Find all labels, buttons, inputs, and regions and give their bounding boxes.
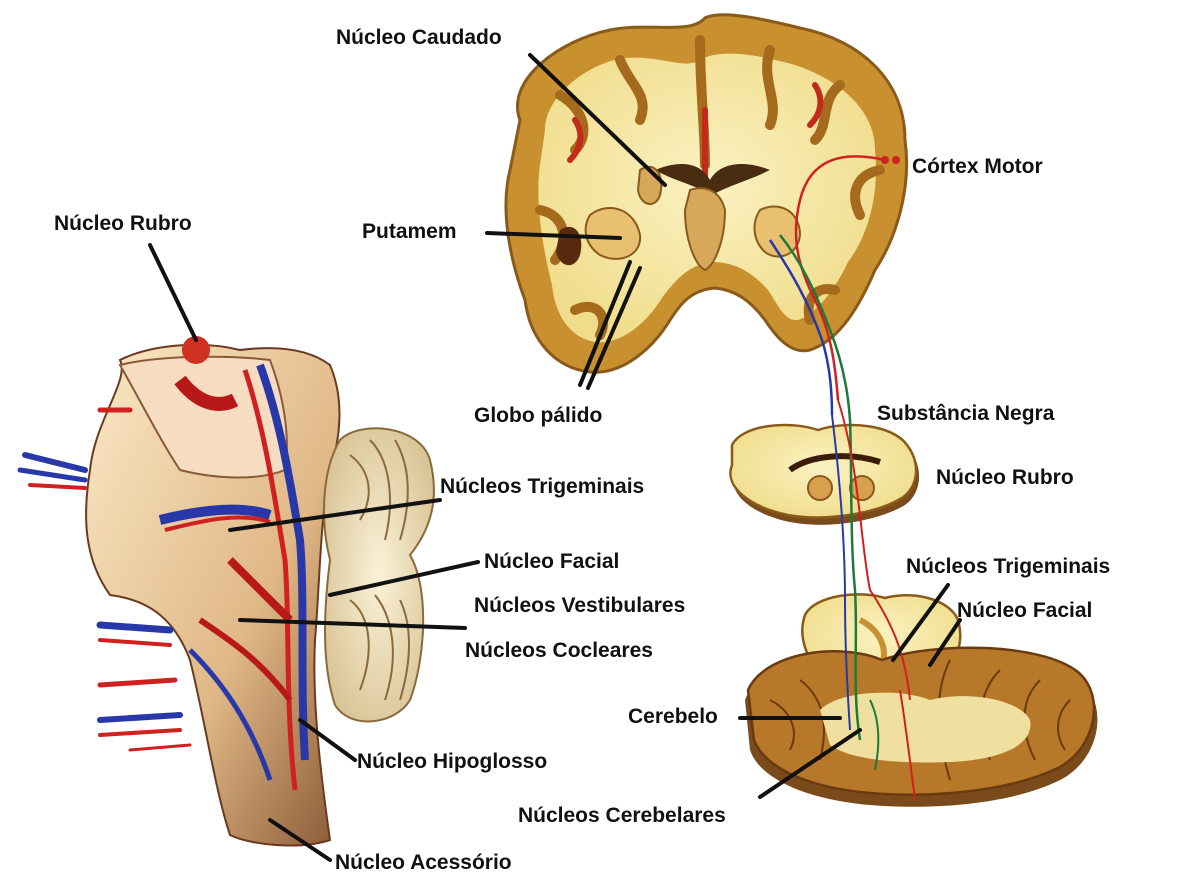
- label-substancia-negra: Substância Negra: [877, 403, 1054, 424]
- cerebellum-white-core: [820, 693, 1030, 763]
- internal-capsule-dark: [556, 227, 581, 265]
- coronal-brain-section: [506, 15, 907, 420]
- label-cerebelo: Cerebelo: [628, 706, 718, 727]
- label-nucleo-caudado: Núcleo Caudado: [336, 27, 502, 48]
- label-nucleo-rubro-left: Núcleo Rubro: [54, 213, 192, 234]
- label-nucleo-facial-right: Núcleo Facial: [957, 600, 1092, 621]
- label-nucleos-vestibulares: Núcleos Vestibulares: [474, 595, 685, 616]
- label-putamem: Putamem: [362, 221, 457, 242]
- label-nucleo-hipoglosso: Núcleo Hipoglosso: [357, 751, 547, 772]
- label-nucleos-cocleares: Núcleos Cocleares: [465, 640, 653, 661]
- label-nucleo-acessorio: Núcleo Acessório: [335, 852, 512, 873]
- red-nucleus-mid: [808, 476, 832, 500]
- brainstem-cutaway: [20, 336, 339, 845]
- label-nucleos-trigeminais-right: Núcleos Trigeminais: [906, 556, 1110, 577]
- cerebellum-section: [745, 648, 1097, 807]
- label-nucleo-facial-left: Núcleo Facial: [484, 551, 619, 572]
- label-nucleos-cerebelares: Núcleos Cerebelares: [518, 805, 726, 826]
- label-globo-palido: Globo pálido: [474, 405, 602, 426]
- midbrain-section: [730, 425, 919, 525]
- label-nucleo-rubro-right: Núcleo Rubro: [936, 467, 1074, 488]
- label-nucleos-trigeminais-left: Núcleos Trigeminais: [440, 476, 644, 497]
- motor-cortex-dot: [892, 156, 900, 164]
- label-cortex-motor: Córtex Motor: [912, 156, 1043, 177]
